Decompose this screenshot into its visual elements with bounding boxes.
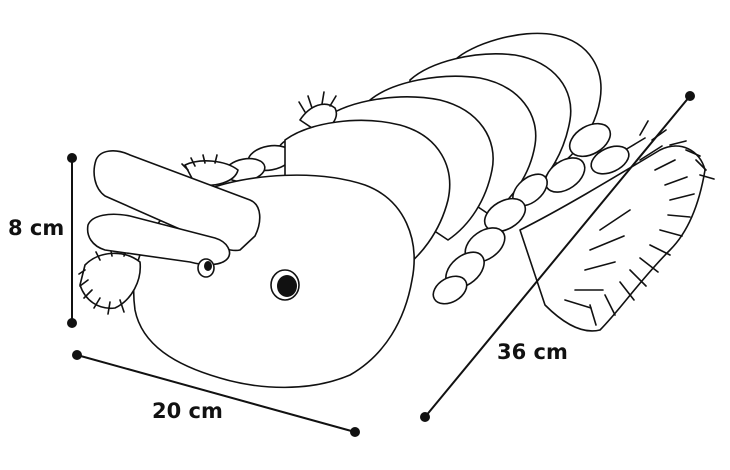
width-label: 20 cm (152, 399, 223, 423)
rope-knots (432, 122, 630, 305)
dimension-lines (67, 91, 695, 437)
antenna-bottom (86, 213, 231, 266)
dimension-line-length (424, 95, 691, 418)
toy-illustration (78, 32, 715, 389)
rope-fringe-left (79, 252, 141, 310)
height-label: 8 cm (8, 216, 65, 240)
length-label: 36 cm (497, 340, 568, 364)
rope-fringe-right (519, 120, 715, 332)
antenna-top (93, 150, 261, 252)
dimension-line-width (76, 354, 356, 433)
